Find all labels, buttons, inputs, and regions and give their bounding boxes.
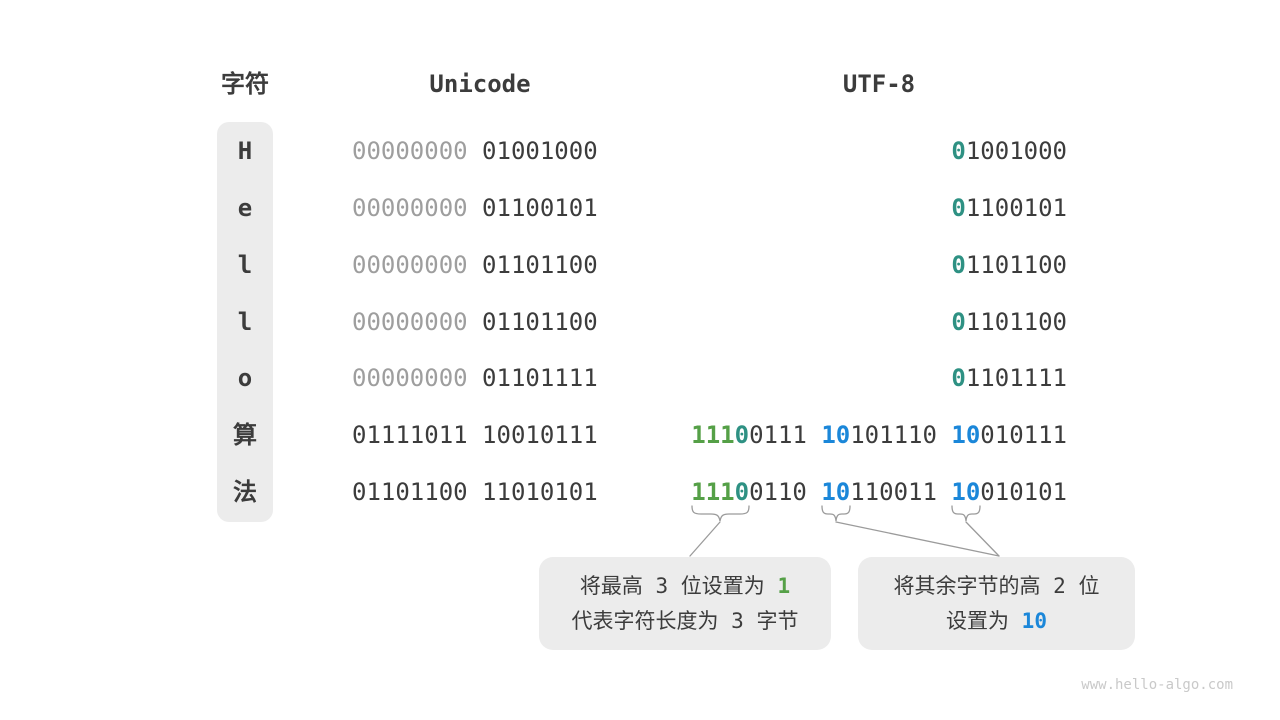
code-segment: 101110 [850,421,952,449]
code-segment: 1100101 [965,194,1067,222]
code-segment: 01111011 10010111 [352,421,598,449]
code-segment: 将最高 3 位设置为 [579,573,778,598]
connector-line-mid [835,521,1000,557]
character-column-background [217,122,273,522]
character-cell: e [237,194,253,222]
code-segment: 1101100 [965,251,1067,279]
code-segment: 00000000 [352,308,483,336]
code-segment: 0 [951,137,966,165]
code-segment: 0 [734,421,750,449]
character-cell: o [237,364,253,392]
code-segment: 01101100 [482,251,598,279]
code-segment: 1101100 [965,308,1067,336]
unicode-binary: 00000000 01001000 [352,133,598,169]
code-segment: 01100101 [482,194,598,222]
code-segment: 0 [951,364,966,392]
code-segment: 00000000 [352,194,483,222]
code-segment: 0 [951,194,966,222]
code-segment: 110011 [850,478,952,506]
code-segment: 01001000 [482,137,598,165]
code-segment: 00000000 [352,137,483,165]
character-cell: l [237,251,253,279]
code-segment: 1101111 [965,364,1067,392]
unicode-binary: 00000000 01101111 [352,360,598,396]
code-segment: 01101111 [482,364,598,392]
code-segment: 将其余字节的高 2 位 [893,573,1100,598]
connector-line-right [965,521,1000,557]
callout-line: 代表字符长度为 3 字节 [572,604,799,639]
code-segment: 0110 [749,478,822,506]
code-segment: 10 [951,478,981,506]
column-header-unicode: Unicode [429,70,531,98]
code-segment: 010111 [980,421,1067,449]
code-segment: 10 [1021,608,1047,633]
code-segment: 1 [777,573,791,598]
code-segment: 00000000 [352,364,483,392]
column-header-utf8: UTF-8 [842,70,916,98]
unicode-binary: 00000000 01101100 [352,304,598,340]
code-segment: 111 [691,478,735,506]
utf8-binary: 11100111 10101110 10010111 [691,417,1067,453]
code-segment: 0 [951,251,966,279]
unicode-binary: 01101100 11010101 [352,474,598,510]
character-cell: 算 [233,421,257,449]
code-segment: 0111 [749,421,822,449]
callout-line: 设置为 10 [946,604,1047,639]
callout-leading-bits: 将最高 3 位设置为 1 代表字符长度为 3 字节 [539,557,831,650]
code-segment: 01101100 11010101 [352,478,598,506]
callout-line: 将最高 3 位设置为 1 [580,569,790,604]
utf8-binary: 11100110 10110011 10010101 [691,474,1067,510]
column-header-char: 字符 [221,70,269,98]
character-cell: l [237,308,253,336]
code-segment: 111 [691,421,735,449]
code-segment: 0 [734,478,750,506]
code-segment: 0 [951,308,966,336]
utf8-binary: 01100101 [951,190,1067,226]
utf8-binary: 01001000 [951,133,1067,169]
code-segment: 010101 [980,478,1067,506]
code-segment: 10 [821,478,851,506]
code-segment: 00000000 [352,251,483,279]
callout-line: 将其余字节的高 2 位 [894,569,1100,604]
code-segment: 10 [821,421,851,449]
code-segment: 01101100 [482,308,598,336]
character-cell: 法 [233,478,257,506]
utf8-binary: 01101100 [951,304,1067,340]
code-segment: 1001000 [965,137,1067,165]
unicode-binary: 01111011 10010111 [352,417,598,453]
callout-continuation-bits: 将其余字节的高 2 位 设置为 10 [858,557,1135,650]
utf8-binary: 01101111 [951,360,1067,396]
unicode-binary: 00000000 01101100 [352,247,598,283]
utf8-binary: 01101100 [951,247,1067,283]
watermark: www.hello-algo.com [1081,677,1233,693]
code-segment: 设置为 [946,608,1022,633]
unicode-binary: 00000000 01100101 [352,190,598,226]
code-segment: 代表字符长度为 3 字节 [571,608,799,633]
code-segment: 10 [951,421,981,449]
character-cell: H [237,137,253,165]
connector-line-left [689,521,721,557]
